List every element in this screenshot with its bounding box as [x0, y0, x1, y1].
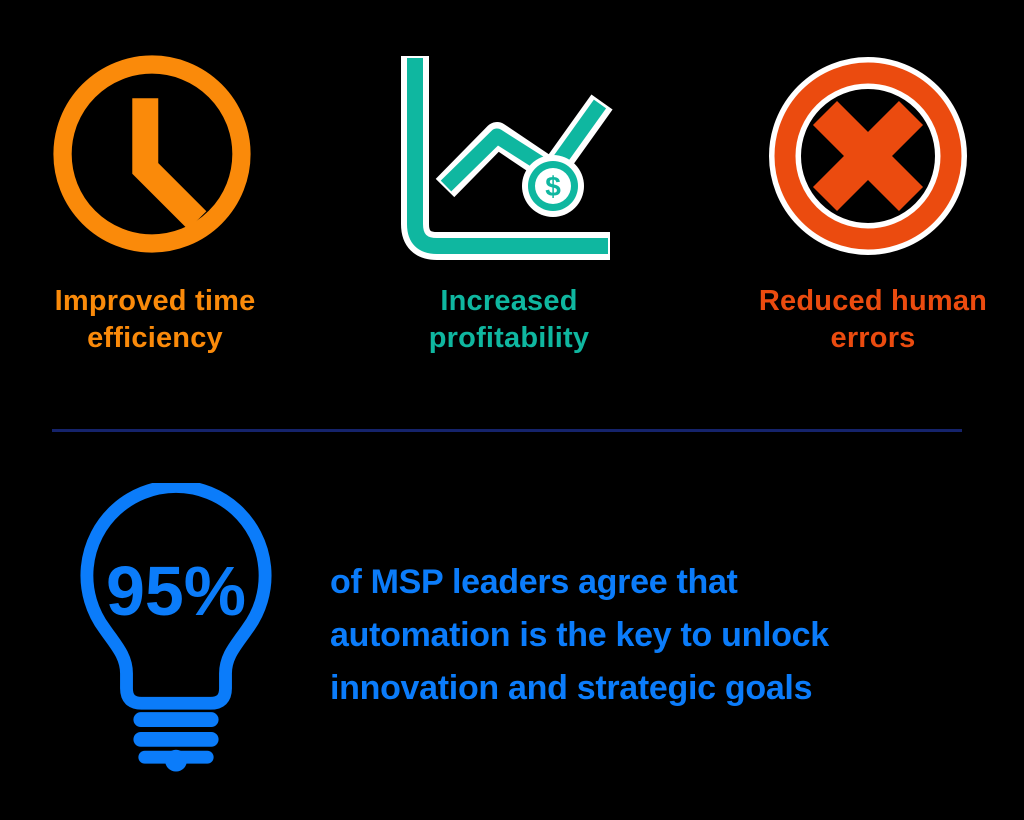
stat-description-line: innovation and strategic goals	[330, 669, 813, 707]
benefit-label-line: Improved time	[54, 285, 256, 317]
clock-icon	[53, 55, 251, 253]
lightbulb-icon	[80, 483, 272, 772]
stat-description-line: automation is the key to unlock	[330, 616, 829, 654]
stat-lightbulb-group: 95%	[77, 483, 275, 775]
error-cross-icon	[769, 57, 967, 255]
benefit-label-profitability: Increased profitability	[379, 283, 639, 357]
benefit-label-line: efficiency	[87, 322, 223, 354]
benefit-label-line: Reduced human	[758, 285, 988, 317]
benefit-label-line: profitability	[428, 322, 590, 354]
dollar-symbol: $	[545, 171, 561, 202]
stat-description-line: of MSP leaders agree that	[330, 563, 738, 601]
benefit-label-line: errors	[830, 322, 916, 354]
stat-value: 95%	[105, 552, 247, 630]
profit-chart-icon: $	[401, 56, 613, 260]
benefit-label-time-efficiency: Improved time efficiency	[25, 283, 285, 357]
divider-line	[52, 429, 962, 432]
benefit-label-reduced-errors: Reduced human errors	[743, 283, 1003, 357]
stat-description: of MSP leaders agree that automation is …	[330, 556, 970, 715]
benefit-label-line: Increased	[440, 285, 578, 317]
